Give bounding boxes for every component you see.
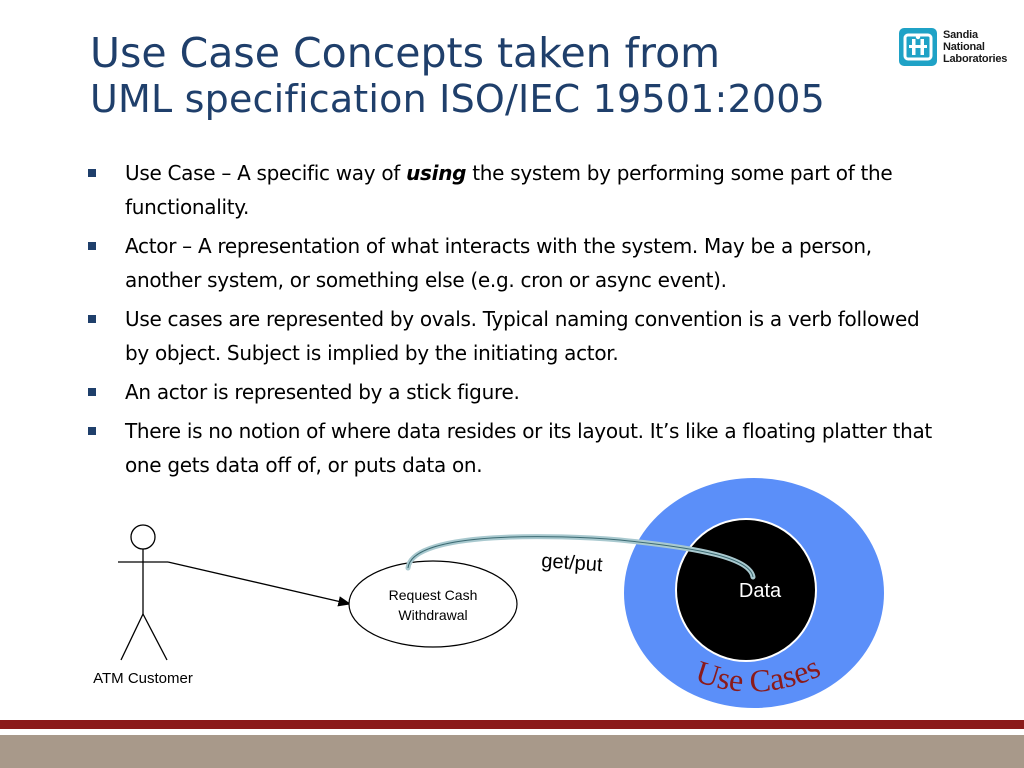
bullet-item: There is no notion of where data resides… — [88, 414, 948, 482]
title-line-2: UML specification ISO/IEC 19501:2005 — [90, 77, 826, 121]
get-put-label: get/put — [541, 550, 604, 576]
sandia-thunderbird-icon — [899, 28, 937, 66]
bullet-item: Use cases are represented by ovals. Typi… — [88, 302, 948, 370]
bullet-marker-icon — [88, 315, 96, 323]
slide-title: Use Case Concepts taken from UML specifi… — [90, 30, 825, 122]
actor-stick-figure-icon — [118, 524, 168, 661]
footer-red-band — [0, 720, 1024, 729]
bullet-marker-icon — [88, 388, 96, 396]
bullet-marker-icon — [88, 169, 96, 177]
association-arrow — [167, 561, 352, 607]
use-case-label-line1: Request Cash — [389, 587, 478, 603]
bullet-marker-icon — [88, 242, 96, 250]
use-case-oval — [348, 560, 518, 648]
bullet-item: Use Case – A specific way of using the s… — [88, 156, 948, 224]
bullet-item: Actor – A representation of what interac… — [88, 229, 948, 297]
bullet-list: Use Case – A specific way of using the s… — [88, 156, 948, 487]
sandia-logo: Sandia National Laboratories — [899, 28, 1007, 70]
bullet-marker-icon — [88, 427, 96, 435]
data-label: Data — [739, 580, 782, 602]
logo-wordmark: Sandia National Laboratories — [943, 29, 1008, 65]
use-case-label-line2: Withdrawal — [398, 607, 467, 623]
footer-tan-band — [0, 735, 1024, 768]
get-put-connector-edge — [407, 536, 754, 578]
actor-label: ATM Customer — [93, 670, 193, 687]
bullet-item: An actor is represented by a stick figur… — [88, 375, 948, 409]
title-line-1: Use Case Concepts taken from — [90, 29, 721, 77]
